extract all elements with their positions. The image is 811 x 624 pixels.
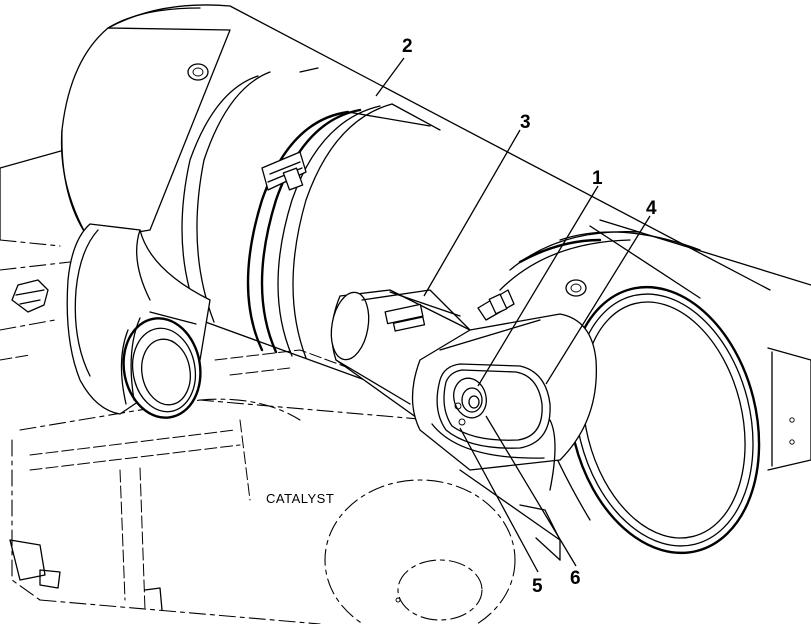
main-canister xyxy=(60,4,771,555)
callout-1: 1 xyxy=(592,168,603,189)
leader-1 xyxy=(477,185,599,387)
left-bracket xyxy=(0,261,71,331)
leader-3 xyxy=(423,129,521,297)
leader-6 xyxy=(485,415,577,567)
callout-4: 4 xyxy=(646,198,657,219)
leader-2 xyxy=(375,57,405,97)
leader-4 xyxy=(545,215,651,385)
leader-5 xyxy=(459,427,539,573)
callout-2: 2 xyxy=(402,36,413,57)
sensor-fitting xyxy=(453,377,487,426)
callout-3: 3 xyxy=(520,112,531,133)
inlet-elbow xyxy=(66,223,211,419)
catalyst-phantom xyxy=(0,349,516,624)
callout-leaders xyxy=(375,57,651,573)
catalyst-label: CATALYST xyxy=(266,491,334,506)
callout-6: 6 xyxy=(570,568,581,589)
callout-numbers: 1 2 3 4 5 6 xyxy=(402,36,657,597)
callout-5: 5 xyxy=(532,576,543,597)
